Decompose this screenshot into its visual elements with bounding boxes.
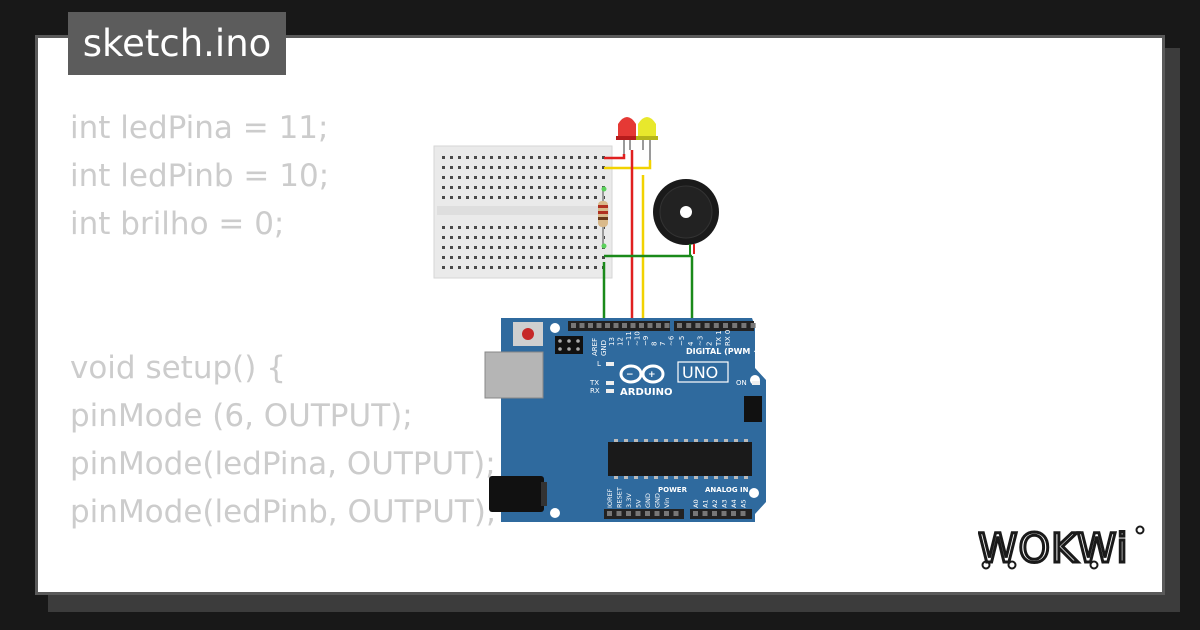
pin-label: ~3: [696, 336, 704, 346]
arduino-logo: − + UNO ARDUINO: [619, 361, 729, 398]
pin-label: 7: [659, 342, 667, 346]
code-editor: int ledPina = 11; int ledPinb = 10; int br…: [70, 104, 497, 592]
code-line[interactable]: int brilho = 0;: [70, 206, 285, 242]
pin-label: 4: [687, 341, 695, 346]
analog-pin-label: A2: [711, 499, 719, 508]
analog-pin-label: A1: [702, 499, 710, 508]
label-power: POWER: [658, 486, 688, 494]
label-analog: ANALOG IN: [705, 486, 749, 494]
microcontroller-chip: [608, 442, 752, 476]
power-pin-label: 3.3V: [625, 493, 633, 508]
pin-label: ~11: [625, 331, 633, 346]
analog-pin-label: A5: [740, 499, 748, 508]
pin-label: 8: [651, 342, 659, 346]
pin-label: ~6: [668, 335, 676, 346]
code-line[interactable]: int ledPina = 11;: [70, 110, 329, 146]
code-preview-card: int ledPina = 11; int ledPinb = 10; int br…: [35, 35, 1165, 595]
pin-label: RX 0: [724, 330, 732, 346]
power-pin-label: GND: [654, 493, 662, 508]
pin-label: ~10: [634, 331, 642, 346]
analog-pin-label: A4: [730, 499, 738, 508]
arduino-uno-board[interactable]: L TX RX ON DIGITAL (PWM ~) POWER ANALOG …: [484, 318, 766, 522]
power-jack: [489, 476, 544, 512]
pin-label: ~9: [642, 336, 650, 346]
label-aref: AREF: [591, 338, 599, 356]
code-line[interactable]: void setup() {: [70, 350, 286, 386]
wires: [602, 150, 694, 320]
wokwi-logo[interactable]: WOKWi: [978, 524, 1150, 576]
analog-pin-label: A0: [692, 499, 700, 508]
label-gnd: GND: [600, 340, 608, 356]
label-digital: DIGITAL (PWM ~): [686, 347, 764, 356]
power-pin-label: GND: [644, 493, 652, 508]
pin-label: 13: [608, 337, 616, 346]
pin-label: 2: [706, 342, 714, 346]
label-l: L: [597, 360, 601, 368]
resistor[interactable]: [598, 186, 608, 249]
breadboard[interactable]: [433, 145, 613, 279]
board-brand: ARDUINO: [620, 387, 672, 398]
led-red[interactable]: [616, 117, 638, 156]
power-pin-label: RESET: [616, 487, 624, 508]
code-line[interactable]: int ledPinb = 10;: [70, 158, 330, 194]
led-yellow[interactable]: [636, 117, 658, 168]
label-on: ON: [736, 379, 747, 387]
label-rx: RX: [590, 387, 600, 395]
code-line[interactable]: pinMode(ledPina, OUTPUT);: [70, 446, 496, 482]
power-pin-label: Vin: [663, 498, 671, 508]
usb-port: [484, 351, 544, 399]
code-line[interactable]: }: [70, 584, 496, 592]
label-tx: TX: [589, 379, 599, 387]
file-tab[interactable]: sketch.ino: [68, 12, 286, 75]
code-line[interactable]: pinMode(ledPinb, OUTPUT);: [70, 494, 497, 530]
power-pin-label: 5V: [635, 499, 643, 508]
pin-label: TX 1: [715, 330, 723, 347]
svg-text:+: +: [648, 370, 656, 380]
svg-text:−: −: [626, 370, 634, 380]
pin-label: 12: [617, 337, 625, 346]
pin-label: ~5: [678, 336, 686, 346]
board-model: UNO: [682, 363, 718, 382]
power-pin-label: IOREF: [606, 488, 614, 508]
svg-text:WOKWi: WOKWi: [978, 526, 1129, 572]
analog-pin-label: A3: [721, 499, 729, 508]
code-line[interactable]: pinMode (6, OUTPUT);: [70, 398, 413, 434]
buzzer[interactable]: [653, 179, 719, 256]
